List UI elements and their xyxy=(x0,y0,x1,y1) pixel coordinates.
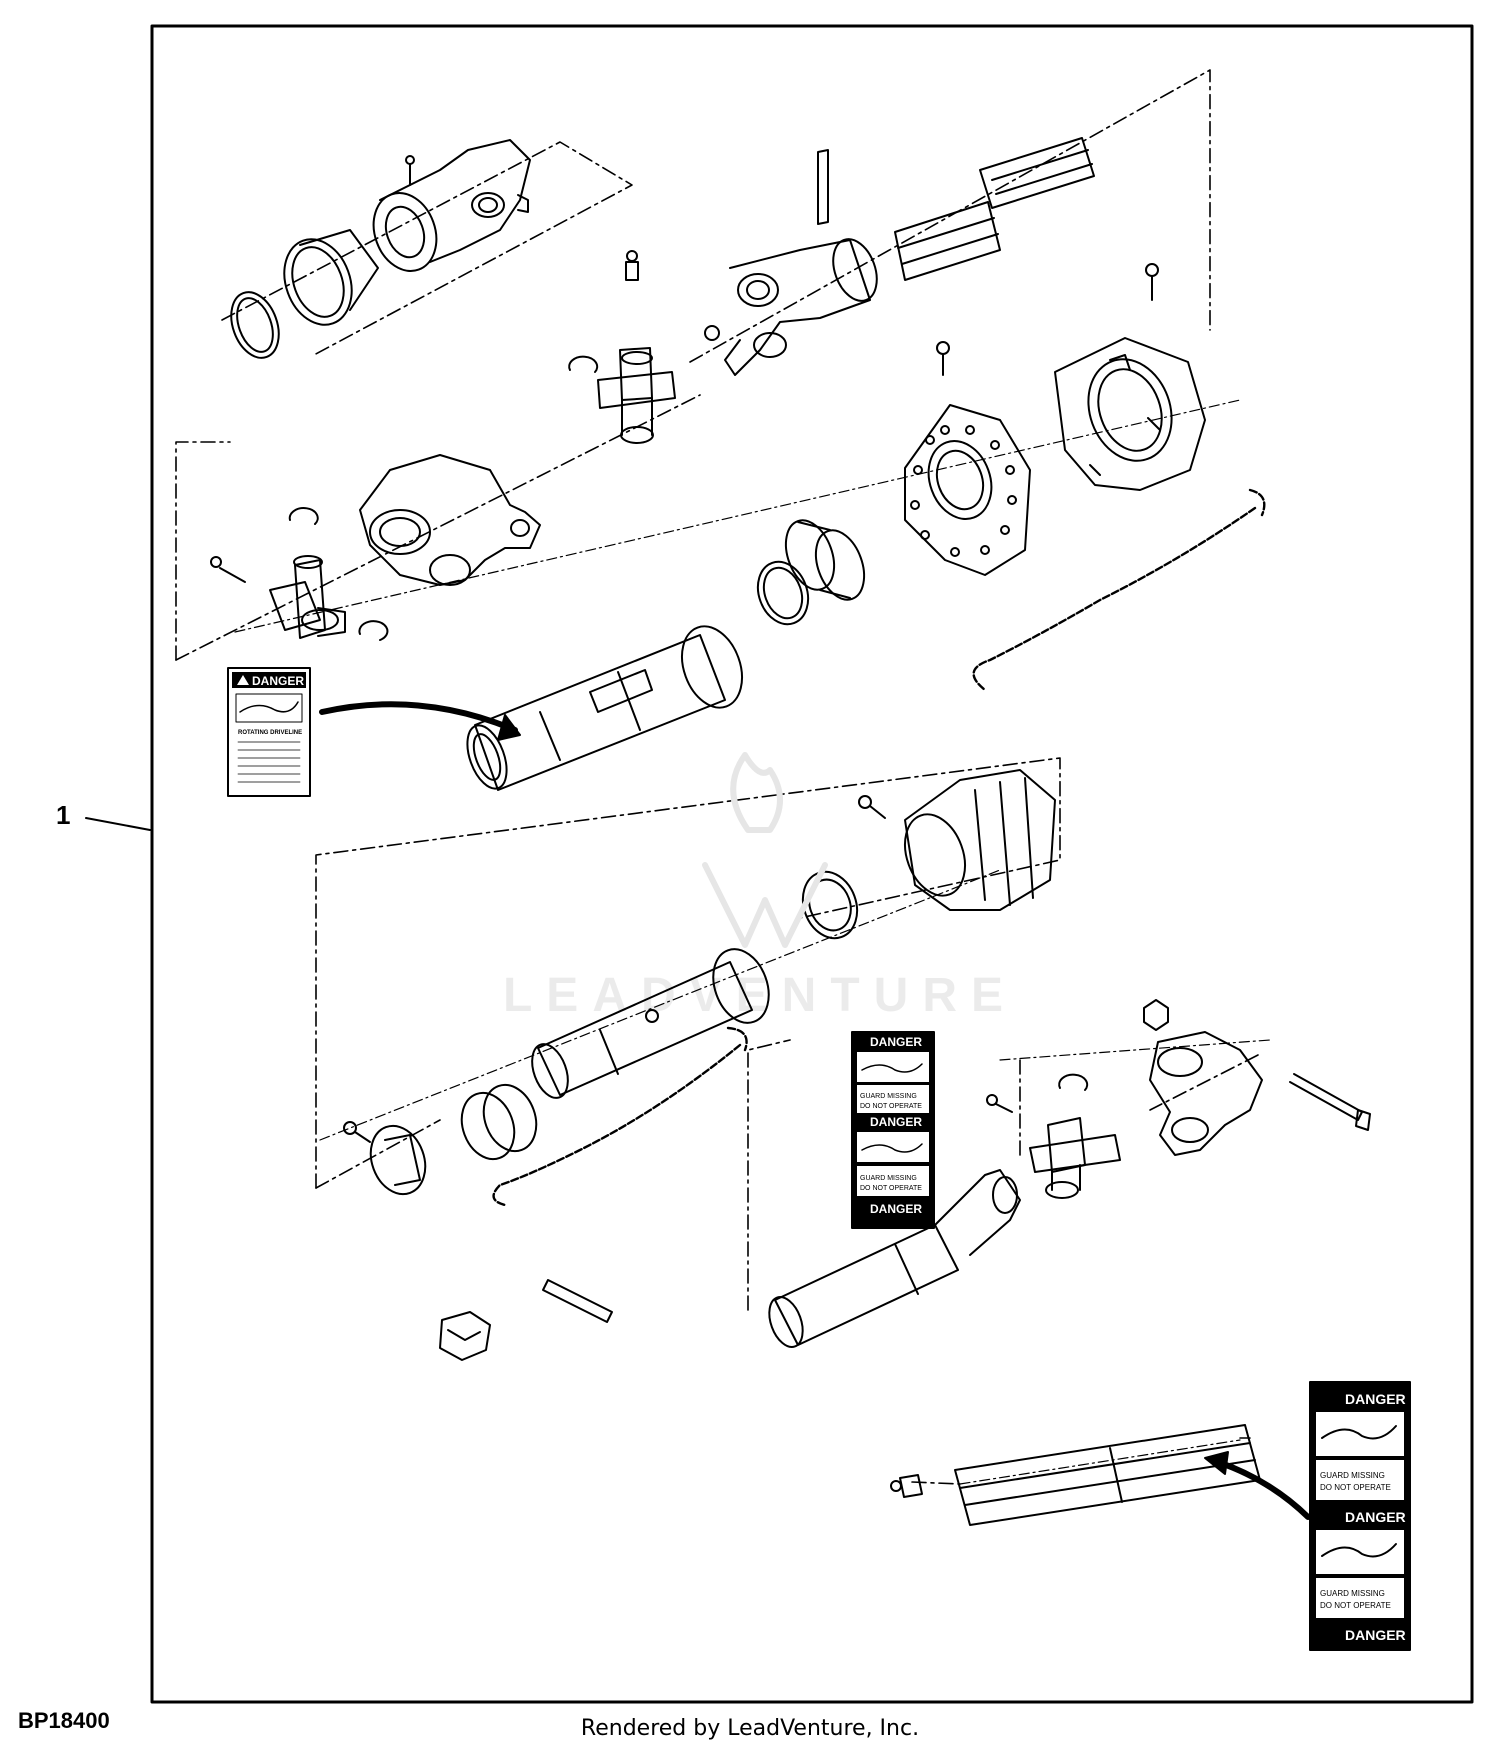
bolt-lower xyxy=(1289,1073,1371,1131)
guard-label-text-5: GUARD MISSING xyxy=(1320,1471,1385,1480)
watermark-text: LEADVENTURE xyxy=(502,969,1018,1022)
outer-yoke-mid xyxy=(359,454,541,586)
outer-yoke-top xyxy=(704,238,878,376)
danger-label-text: DANGER xyxy=(252,674,304,688)
axis-lines xyxy=(234,399,1271,1485)
figure-id: BP18400 xyxy=(18,1708,110,1733)
safety-chain-lower xyxy=(492,1026,748,1207)
spring-pin-lower xyxy=(542,1279,613,1323)
guard-label-text-3: GUARD MISSING xyxy=(860,1175,917,1182)
watermark-logo xyxy=(702,752,828,948)
screw-lower-left xyxy=(343,1121,371,1143)
bearing-ring-mid xyxy=(784,519,866,601)
snap-ring-top xyxy=(230,291,280,359)
snap-ring-top-2 xyxy=(568,355,599,373)
group-outlines xyxy=(175,69,1259,1485)
outer-tube-upper xyxy=(466,625,743,791)
universal-cross-lower xyxy=(1029,1117,1121,1199)
spring-pin-top xyxy=(817,149,829,225)
universal-cross-top xyxy=(597,347,676,444)
grease-fitting-1 xyxy=(625,250,639,281)
yoke-cap-lower xyxy=(369,1124,427,1196)
danger-label-text-7: DANGER xyxy=(1345,1627,1406,1643)
universal-cross-mid xyxy=(269,555,346,639)
safety-chain-upper xyxy=(972,488,1266,692)
grease-fitting-4 xyxy=(890,1474,923,1498)
guard-label-text-7: GUARD MISSING xyxy=(1320,1589,1385,1598)
splined-shaft-bottom xyxy=(954,1424,1261,1526)
danger-decal-middle: DANGER GUARD MISSING DO NOT OPERATE DANG… xyxy=(851,1031,935,1229)
screw-mid-2 xyxy=(1145,263,1159,301)
danger-decal-upper: DANGER ROTATING DRIVELINE xyxy=(227,667,311,797)
retaining-ring-mid xyxy=(756,560,810,626)
danger-arrow-lower xyxy=(1215,1459,1311,1520)
guard-label-text-4: DO NOT OPERATE xyxy=(860,1185,922,1192)
grease-fitting-3 xyxy=(986,1094,1013,1113)
danger-arrow-upper xyxy=(319,701,518,733)
splined-shaft-upper xyxy=(979,137,1095,209)
screw-mid-1 xyxy=(936,341,950,376)
guard-label-text-8: DO NOT OPERATE xyxy=(1320,1601,1391,1610)
snap-rings-mid xyxy=(288,507,389,641)
danger-label-text-2: DANGER xyxy=(870,1035,922,1049)
grease-fitting-2 xyxy=(210,556,246,583)
diagram-frame xyxy=(150,24,1474,1704)
danger-decal-lower: DANGER GUARD MISSING DO NOT OPERATE DANG… xyxy=(1309,1381,1411,1651)
shield-cone-mid xyxy=(904,404,1031,576)
danger-label-text-3: DANGER xyxy=(870,1115,922,1129)
guard-label-text-1: GUARD MISSING xyxy=(860,1093,917,1100)
danger-label-text-5: DANGER xyxy=(1345,1391,1406,1407)
inner-yoke-top xyxy=(372,139,531,272)
nut-lower xyxy=(1143,999,1169,1031)
callout-leader xyxy=(85,817,151,831)
danger-arrowhead-lower xyxy=(1204,1451,1229,1475)
callout-number: 1 xyxy=(56,800,71,830)
inner-shaft-lower xyxy=(768,1169,1021,1348)
rotating-label-text: ROTATING DRIVELINE xyxy=(238,730,302,736)
footer-credit: Rendered by LeadVenture, Inc. xyxy=(580,1716,920,1741)
bearing-ring-lower xyxy=(460,1083,538,1161)
outer-yoke-lower xyxy=(1149,1031,1263,1156)
bearing-cup-top xyxy=(283,229,379,326)
bellows-boot xyxy=(904,769,1056,911)
danger-arrowhead-upper xyxy=(497,714,521,741)
guard-label-text-6: DO NOT OPERATE xyxy=(1320,1483,1391,1492)
guard-label-text-2: DO NOT OPERATE xyxy=(860,1103,922,1110)
splined-shaft-lower xyxy=(894,201,1001,281)
knob-lower xyxy=(439,1311,491,1361)
inner-tube-lower xyxy=(531,948,770,1099)
screw-mid-3 xyxy=(858,795,886,819)
danger-label-text-6: DANGER xyxy=(1345,1509,1406,1525)
outer-shield-cone xyxy=(1054,337,1206,491)
danger-label-text-4: DANGER xyxy=(870,1202,922,1216)
snap-ring-lower xyxy=(1058,1073,1089,1091)
